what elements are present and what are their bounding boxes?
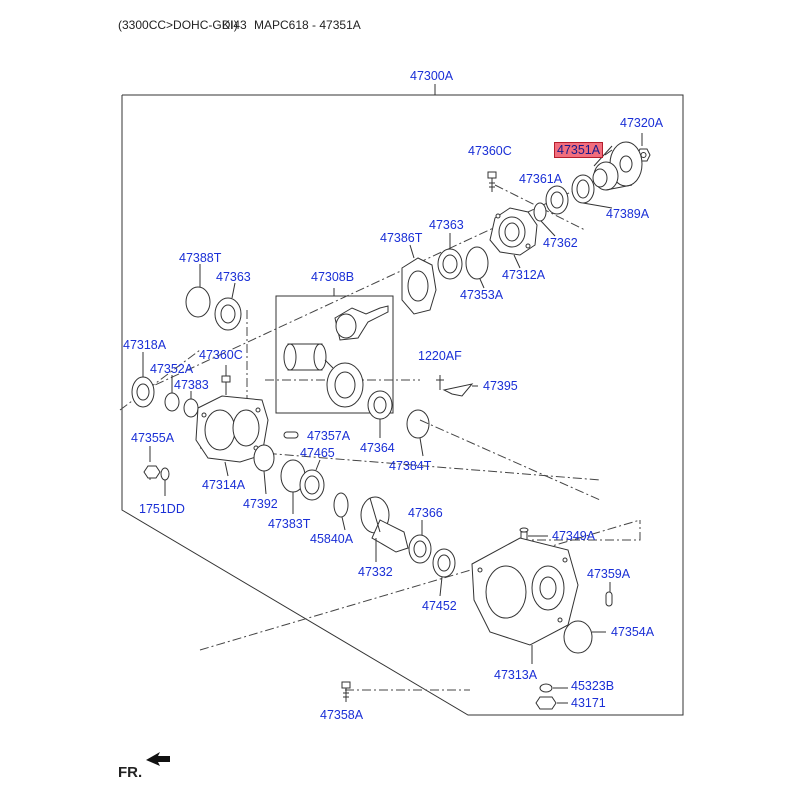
part-47352A (164, 392, 180, 412)
part-label-47351A-highlighted[interactable]: 47351A (554, 142, 604, 158)
part-47383 (183, 398, 199, 418)
part-label-47465[interactable]: 47465 (300, 446, 335, 460)
bearing-47465 (299, 469, 325, 501)
front-direction-label: FR. (118, 764, 143, 781)
part-label-47360C-left[interactable]: 47360C (199, 348, 243, 362)
part-label-47362[interactable]: 47362 (543, 236, 578, 250)
bracket-47395 (442, 383, 474, 397)
part-label-47357A[interactable]: 47357A (307, 429, 351, 443)
part-label-47349A[interactable]: 47349A (552, 529, 596, 543)
oring-47384T (406, 409, 430, 439)
part-label-47392[interactable]: 47392 (243, 497, 278, 511)
part-label-45323B[interactable]: 45323B (571, 679, 615, 693)
header-code-text: MAPC618 (254, 18, 309, 32)
part-label-47318A[interactable]: 47318A (123, 338, 167, 352)
plug-43171 (535, 696, 557, 710)
part-label-43171[interactable]: 43171 (571, 696, 606, 710)
header-engine: (3300CC>DOHC-GDI) (118, 18, 238, 32)
part-label-47355A[interactable]: 47355A (131, 431, 175, 445)
breather-47349A (519, 527, 529, 543)
gasket-47386T (401, 257, 437, 315)
part-label-47383[interactable]: 47383 (174, 378, 209, 392)
bearing-47363-left (214, 297, 242, 331)
part-label-47384T[interactable]: 47384T (389, 459, 432, 473)
part-label-47364[interactable]: 47364 (360, 441, 395, 455)
part-label-47452[interactable]: 47452 (422, 599, 457, 613)
part-label-47361A[interactable]: 47361A (519, 172, 563, 186)
part-label-47363-left[interactable]: 47363 (216, 270, 251, 284)
bolt-47360C-left (221, 375, 231, 395)
oring-47354A (563, 620, 593, 654)
part-label-47320A[interactable]: 47320A (620, 116, 664, 130)
part-label-47308B[interactable]: 47308B (311, 270, 355, 284)
part-label-47358A[interactable]: 47358A (320, 708, 364, 722)
part-label-47395[interactable]: 47395 (483, 379, 518, 393)
part-label-47300A[interactable]: 47300A (410, 69, 454, 83)
washer-45323B (539, 683, 553, 693)
oring-47353A (465, 246, 489, 280)
header-code-left: KI43 (222, 18, 247, 32)
part-label-47363-top[interactable]: 47363 (429, 218, 464, 232)
part-label-45840A[interactable]: 45840A (310, 532, 354, 546)
header-part: 47351A (319, 18, 361, 32)
bearing-47361A (545, 185, 569, 215)
part-label-47359A[interactable]: 47359A (587, 567, 631, 581)
bearing-47366 (408, 534, 432, 564)
part-label-47360C-top[interactable]: 47360C (468, 144, 512, 158)
pin-47357A (283, 431, 299, 439)
part-label-1220AF[interactable]: 1220AF (418, 349, 462, 363)
part-label-1751DD[interactable]: 1751DD (139, 502, 185, 516)
part-label-47366[interactable]: 47366 (408, 506, 443, 520)
shaft-47332 (360, 496, 409, 553)
part-label-47386T[interactable]: 47386T (380, 231, 423, 245)
centerline-lower (199, 519, 641, 651)
snapring-45840A (333, 492, 349, 518)
part-label-47332[interactable]: 47332 (358, 565, 393, 579)
spacer-47362 (533, 202, 547, 222)
header-code: MAPC618 - 47351A (254, 18, 361, 32)
seal-47452 (432, 548, 456, 578)
part-label-47383T[interactable]: 47383T (268, 517, 311, 531)
bearing-47363-top (437, 248, 463, 280)
flange-47351A (592, 141, 643, 191)
part-label-47354A[interactable]: 47354A (611, 625, 655, 639)
seal-47389A (571, 174, 595, 204)
bolt-47360C-top (487, 171, 497, 192)
assembly-frame (121, 94, 684, 716)
housing-47314A (195, 395, 269, 463)
part-label-47312A[interactable]: 47312A (502, 268, 546, 282)
bolt-47358A (341, 681, 351, 702)
plug-47355A (143, 465, 161, 479)
part-label-47352A[interactable]: 47352A (150, 362, 194, 376)
part-label-47388T[interactable]: 47388T (179, 251, 222, 265)
part-label-47353A[interactable]: 47353A (460, 288, 504, 302)
oring-47392 (253, 444, 275, 472)
pin-47359A (605, 591, 613, 607)
header-separator: - (308, 18, 320, 32)
housing-47312A (489, 207, 538, 256)
oring-47388T (185, 286, 211, 318)
centerline-mid (199, 447, 601, 481)
bearing-47364 (367, 390, 393, 420)
part-label-47389A[interactable]: 47389A (606, 207, 650, 221)
seal-47318A (131, 376, 155, 408)
housing-47313A (471, 537, 579, 646)
front-arrow-icon (146, 752, 170, 766)
part-label-47314A[interactable]: 47314A (202, 478, 246, 492)
gear-set-47308B (283, 305, 389, 408)
part-label-47313A[interactable]: 47313A (494, 668, 538, 682)
